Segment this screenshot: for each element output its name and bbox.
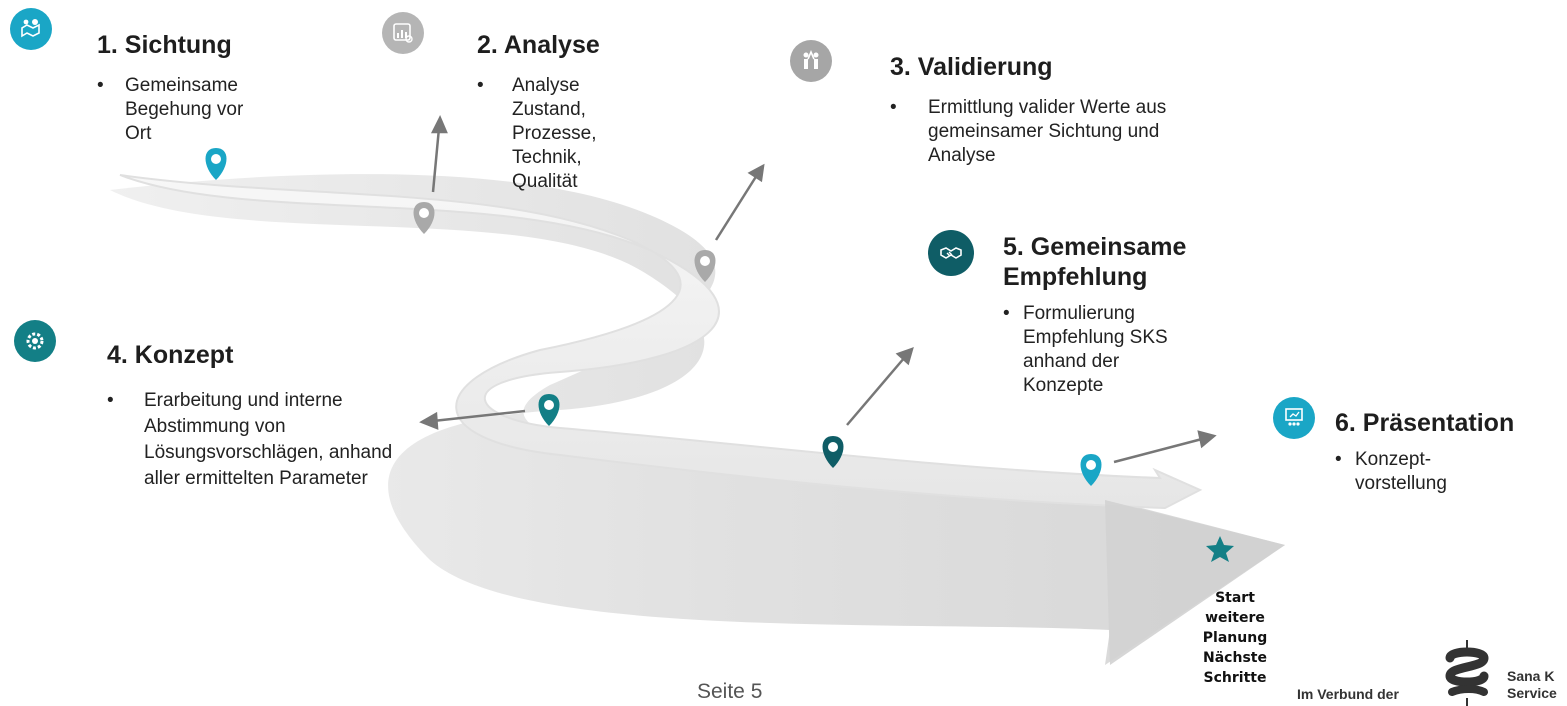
arrow-to-empfehlung (846, 356, 906, 426)
arrow-to-validierung (714, 174, 759, 241)
arrow-head-praesentation (1197, 430, 1217, 449)
step-validierung: 3. Validierung Ermittlung valider Werte … (890, 52, 1210, 168)
step-title-line2: Empfehlung (1003, 263, 1148, 291)
arrow-to-praesentation (1113, 437, 1203, 464)
start-label-line: weitere (1205, 610, 1265, 626)
analysis-chart-icon (382, 12, 424, 54)
arrow-to-analyse (431, 127, 441, 193)
pin-4 (538, 394, 560, 426)
arrow-to-konzept (432, 409, 526, 423)
start-label-line: Planung (1202, 630, 1268, 646)
brand-line: Sana K (1507, 668, 1555, 684)
start-label: Start weitere Planung Nächste Schritte (1200, 588, 1270, 688)
step-bullets: Formulierung Empfehlung SKS anhand der K… (1003, 302, 1243, 398)
arrow-head-konzept (419, 411, 439, 430)
step-bullets: Analyse Zustand, Prozesse, Technik, Qual… (477, 74, 677, 194)
step-title: 3. Validierung (890, 53, 1053, 81)
brand-line: Service (1507, 685, 1557, 701)
pin-6 (1080, 454, 1102, 486)
step-title-line1: 5. Gemeinsame (1003, 233, 1187, 261)
step-title: 2. Analyse (477, 31, 600, 59)
step-sichtung: 1. Sichtung Gemeinsame Begehung vor Ort (97, 30, 327, 146)
gear-icon (14, 320, 56, 362)
pin-3 (694, 250, 716, 282)
start-label-line: Start (1215, 590, 1255, 606)
handshake-icon (928, 230, 974, 276)
step-konzept: 4. Konzept Erarbeitung und interne Absti… (107, 340, 427, 492)
step-bullet: Analyse Zustand, Prozesse, Technik, Qual… (477, 74, 632, 194)
pin-2 (413, 202, 435, 234)
step-title: 6. Präsentation (1335, 409, 1515, 437)
step-bullets: Gemeinsame Begehung vor Ort (97, 74, 327, 146)
step-analyse: 2. Analyse Analyse Zustand, Prozesse, Te… (477, 30, 677, 194)
step-bullets: Erarbeitung und interne Abstimmung von L… (107, 388, 427, 492)
start-label-line: Schritte (1203, 670, 1267, 686)
high-five-icon (790, 40, 832, 82)
presentation-icon (1273, 397, 1315, 439)
start-star-icon (1206, 536, 1234, 562)
step-bullet: Konzept-vorstellung (1335, 448, 1455, 496)
step-bullets: Ermittlung valider Werte aus gemeinsamer… (890, 96, 1210, 168)
road-body (110, 174, 1285, 665)
road-arrow-head (1105, 500, 1285, 665)
step-bullet: Ermittlung valider Werte aus gemeinsamer… (890, 96, 1188, 168)
step-bullet: Gemeinsame Begehung vor Ort (97, 74, 265, 146)
step-praesentation: 6. Präsentation Konzept-vorstellung (1335, 408, 1567, 496)
arrow-head-empfehlung (895, 347, 914, 366)
step-title: 4. Konzept (107, 341, 234, 369)
start-label-line: Nächste (1203, 650, 1267, 666)
map-people-icon (10, 8, 52, 50)
arrow-head-validierung (747, 163, 765, 183)
sana-logo-icon (1445, 640, 1489, 706)
pin-5 (822, 436, 844, 468)
verbund-text: Im Verbund der (1297, 686, 1399, 702)
brand-text: Sana K Service (1507, 668, 1557, 702)
step-bullet: Formulierung Empfehlung SKS anhand der K… (1003, 302, 1188, 398)
page-number: Seite 5 (697, 680, 763, 703)
arrow-head-analyse (430, 115, 448, 134)
step-empfehlung: 5. Gemeinsame Empfehlung Formulierung Em… (1003, 232, 1243, 398)
step-bullet: Erarbeitung und interne Abstimmung von L… (107, 388, 404, 492)
pin-1 (205, 148, 227, 180)
road-ribbon (119, 174, 1203, 510)
step-bullets: Konzept-vorstellung (1335, 448, 1567, 496)
step-title: 1. Sichtung (97, 31, 232, 59)
